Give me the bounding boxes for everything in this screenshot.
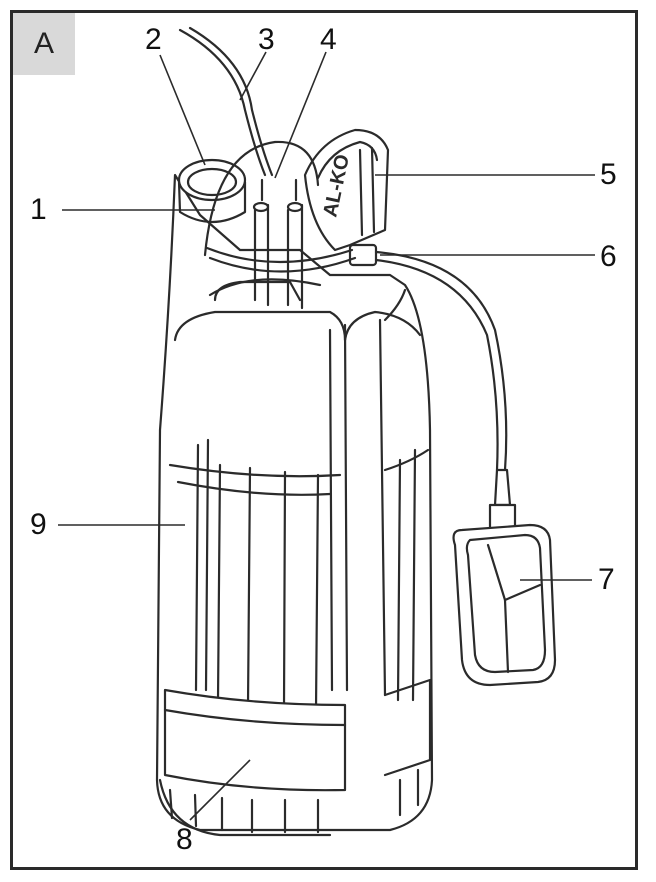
callout-7: 7 [598, 563, 615, 596]
callout-8: 8 [176, 823, 193, 856]
leader-4 [274, 51, 327, 179]
cable-clip [348, 243, 378, 267]
callout-6: 6 [600, 240, 617, 273]
power-cable [178, 28, 267, 177]
leader-2 [159, 54, 206, 166]
outlet-port [177, 158, 247, 202]
panel-label: A [13, 13, 75, 75]
callout-9: 9 [30, 508, 47, 541]
carry-handle [303, 128, 390, 252]
callout-3: 3 [258, 23, 275, 56]
bottom-band [163, 688, 347, 792]
callout-1: 1 [30, 193, 47, 226]
callout-4: 4 [320, 23, 337, 56]
callout-2: 2 [145, 23, 162, 56]
pump-body [155, 173, 434, 832]
leader-3 [239, 51, 267, 101]
leader-8 [189, 759, 251, 821]
callout-5: 5 [600, 158, 617, 191]
